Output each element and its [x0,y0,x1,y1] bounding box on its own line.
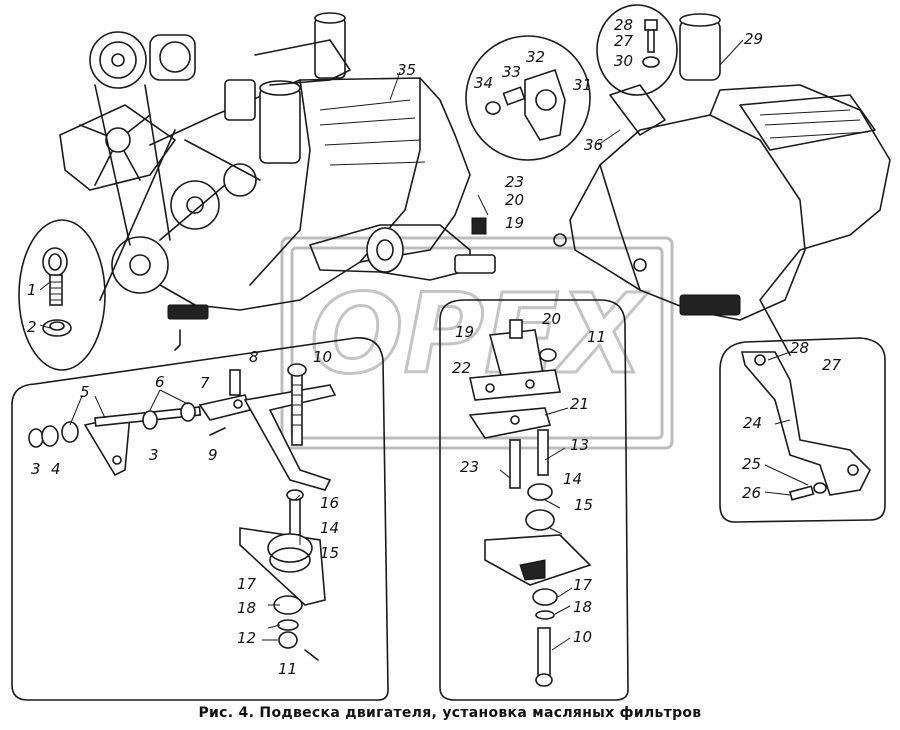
callout-5: 5 [80,383,90,401]
callout-13: 13 [570,436,589,454]
filter-bracket-detail [465,35,591,161]
callout-11-left: 11 [278,660,297,678]
callout-3-left: 3 [31,460,41,478]
callout-32: 32 [526,48,545,66]
callout-8: 8 [249,348,259,366]
figure-caption: Рис. 4. Подвеска двигателя, установка ма… [0,705,900,721]
callout-12: 12 [237,629,256,647]
left-engine-drawing [59,12,471,351]
callout-19-top: 19 [505,214,524,232]
front-mount-panel [11,337,389,701]
callout-3-mid: 3 [149,446,159,464]
callout-27-panel: 27 [822,356,842,374]
callout-30: 30 [614,52,633,70]
callout-18-left: 18 [237,599,256,617]
callout-17-left: 17 [237,575,257,593]
callout-20-top: 20 [505,191,524,209]
callout-35: 35 [397,61,416,79]
callout-6: 6 [155,373,165,391]
filter-bracket-panel [719,337,886,523]
callout-7: 7 [200,374,210,392]
callout-1: 1 [27,281,37,299]
callout-4: 4 [51,460,61,478]
callout-9: 9 [208,446,218,464]
bolt-detail-small [596,4,678,96]
leader-lines [39,39,809,651]
callout-22: 22 [452,359,471,377]
callout-25: 25 [742,455,761,473]
callout-28-top: 28 [614,16,633,34]
callout-23-top: 23 [505,173,524,191]
callout-15-panel: 15 [574,496,593,514]
caption-title: Подвеска двигателя, установка масляных ф… [259,705,702,721]
callout-31: 31 [573,76,592,94]
callout-19-panel: 19 [455,323,474,341]
callout-29: 29 [744,30,763,48]
callout-26: 26 [742,484,761,502]
callout-33: 33 [502,63,521,81]
callout-16: 16 [320,494,339,512]
callout-17-panel: 17 [573,576,593,594]
callout-28-panel: 28 [790,339,809,357]
right-engine-drawing [309,13,891,356]
callout-14-left: 14 [320,519,339,537]
callout-10-left: 10 [313,348,332,366]
callout-36: 36 [584,136,603,154]
callout-27-top: 27 [614,32,634,50]
callout-2: 2 [27,318,37,336]
rear-mount-panel [439,299,629,701]
eyebolt-detail [18,219,106,371]
callout-11-panel: 11 [587,328,606,346]
callout-21: 21 [570,395,589,413]
callout-24: 24 [743,414,762,432]
callout-20-panel: 20 [542,310,561,328]
caption-prefix: Рис. 4. [198,705,255,721]
callout-14-panel: 14 [563,470,582,488]
callout-34: 34 [474,74,493,92]
callout-labels: 35 1 2 28 27 30 29 32 33 34 31 36 23 20 … [27,16,842,678]
callout-23-panel: 23 [460,458,479,476]
callout-15-left: 15 [320,544,339,562]
callout-18-panel: 18 [573,598,592,616]
callout-10-panel: 10 [573,628,592,646]
